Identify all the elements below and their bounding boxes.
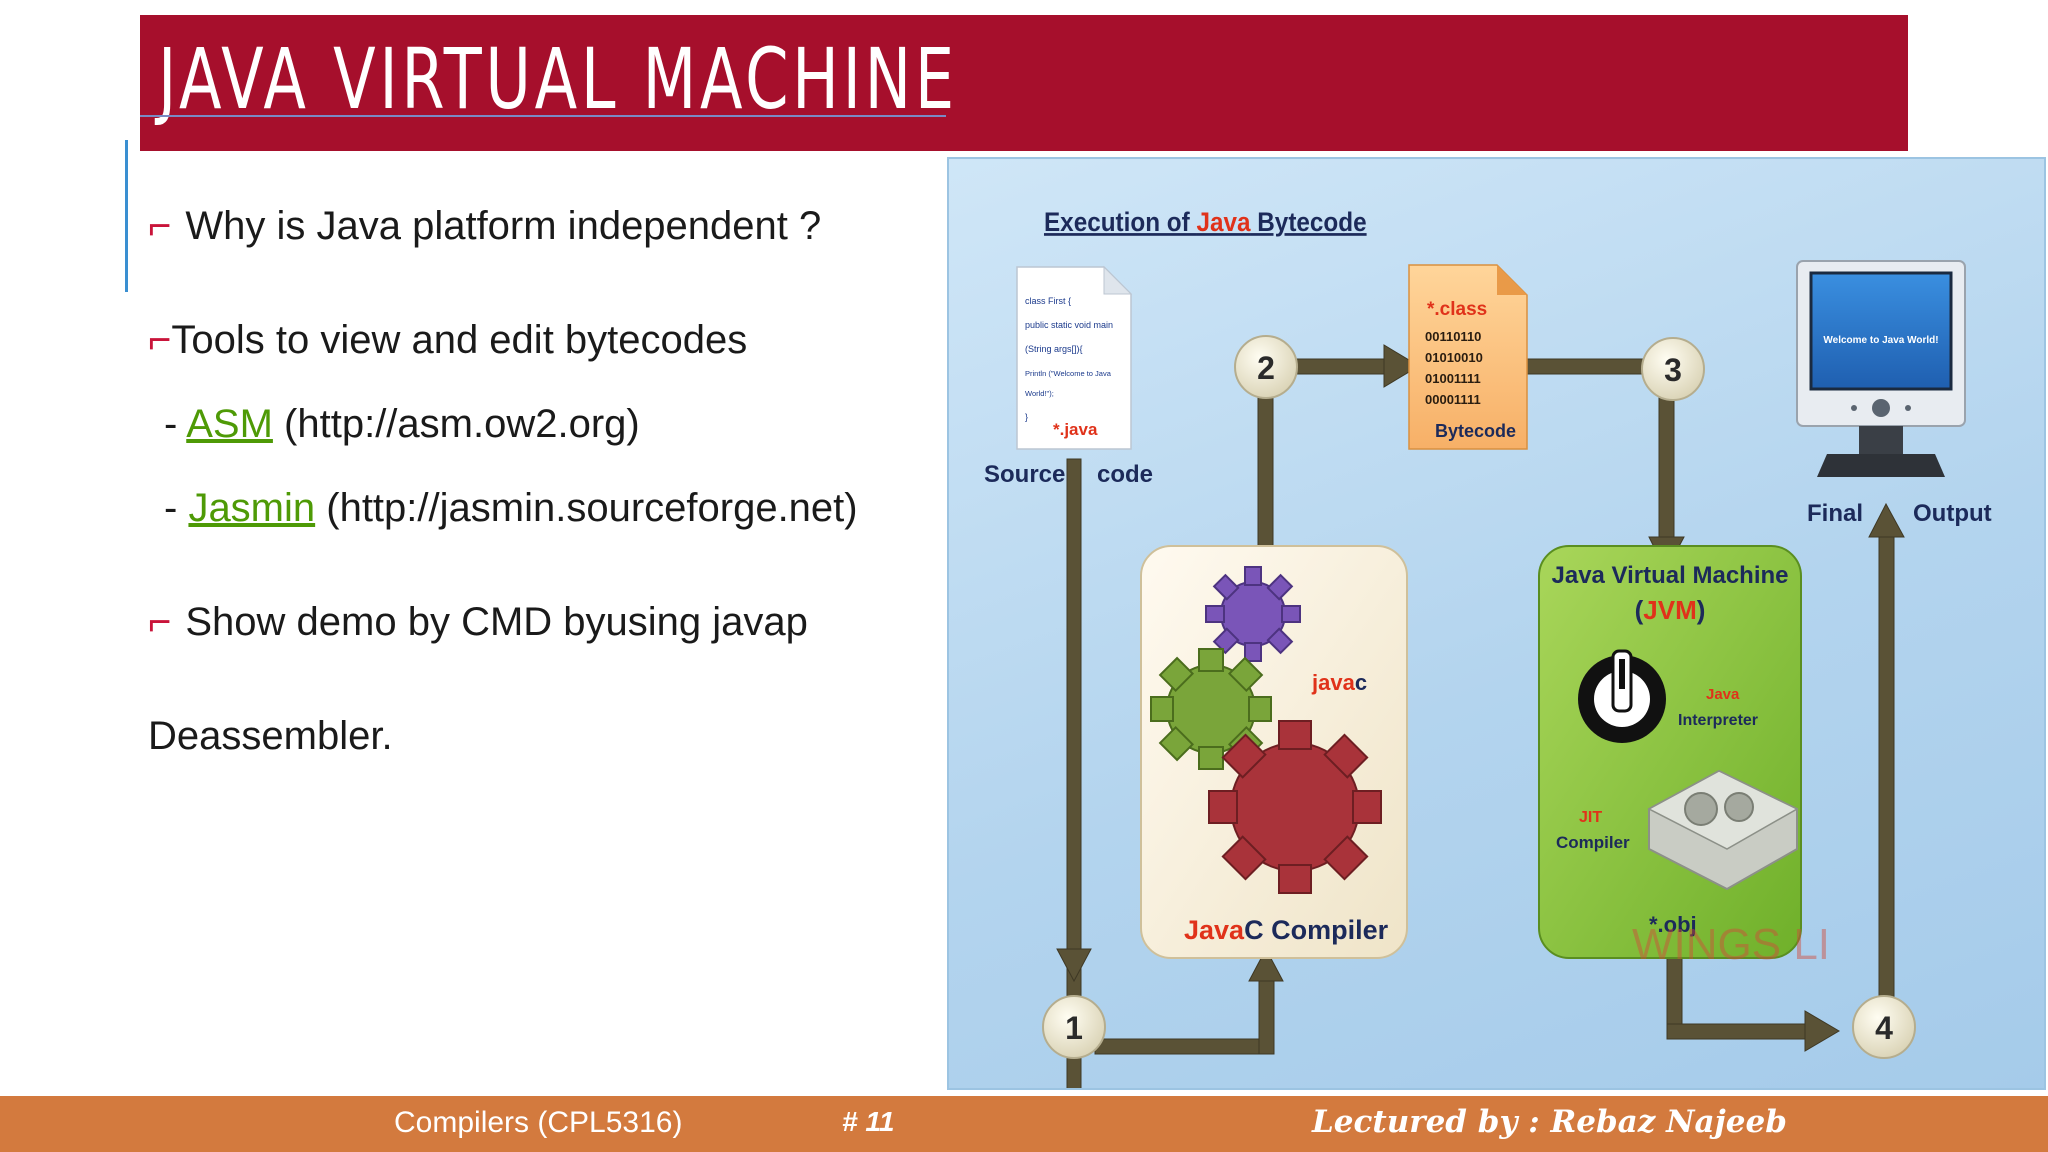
interpreter-icon xyxy=(1578,649,1666,743)
footer-page-number: # 11 xyxy=(842,1106,895,1137)
diagram-title: Execution of Java Bytecode xyxy=(1044,208,1367,237)
source-file-icon: class First { public static void main (S… xyxy=(1016,265,1133,450)
tool-jasmin-line: - Jasmin (http://jasmin.sourceforge.net) xyxy=(164,484,858,532)
bullet-why-platform-independent: ⌐ Why is Java platform independent ? xyxy=(148,202,821,250)
code-line-3: (String args[]){ xyxy=(1025,344,1083,354)
jvm-box: Java Virtual Machine (JVM) Java Interpre… xyxy=(1538,545,1802,959)
class-file-icon: *.class 00110110 01010010 01001111 00001… xyxy=(1408,264,1528,450)
title-part2: Java xyxy=(1196,208,1251,237)
svg-text:1: 1 xyxy=(1065,1010,1083,1046)
watermark-text: WINGS LI xyxy=(1632,920,1830,969)
jasmin-url: (http://jasmin.sourceforge.net) xyxy=(315,486,858,530)
bits-3: 01001111 xyxy=(1425,371,1481,386)
output-label: Output xyxy=(1913,500,1992,527)
class-ext: *.class xyxy=(1427,299,1487,320)
line-text: Why is Java platform independent ? xyxy=(185,204,822,248)
svg-text:4: 4 xyxy=(1875,1010,1893,1046)
line-text: Tools to view and edit bytecodes xyxy=(171,318,748,362)
slide-title: JAVA VIRTUAL MACHINE xyxy=(158,30,958,128)
step-1-circle: 1 xyxy=(1042,995,1106,1059)
line-text: Show demo by CMD byusing javap xyxy=(185,600,808,644)
arrow-source-to-1 xyxy=(1066,458,1082,1088)
footer-lecturer: Lectured by : Rebaz Najeeb xyxy=(1312,1104,1787,1140)
jvm-abbr: (JVM) xyxy=(1635,595,1706,625)
javac-compiler-label: JavaC Compiler xyxy=(1184,915,1389,945)
monitor-text: Welcome to Java World! xyxy=(1823,335,1938,346)
monitor-icon: Welcome to Java World! xyxy=(1796,260,1966,477)
code-line-5: World!"); xyxy=(1025,389,1054,398)
title-part1: Execution of xyxy=(1044,208,1196,237)
bytecode-label: Bytecode xyxy=(1435,421,1516,441)
code-line-2: public static void main xyxy=(1025,320,1113,330)
svg-text:2: 2 xyxy=(1257,350,1275,386)
asm-url: (http://asm.ow2.org) xyxy=(272,402,640,446)
step-2-circle: 2 xyxy=(1234,335,1298,399)
footer-course: Compilers (CPL5316) xyxy=(394,1106,683,1139)
final-label: Final xyxy=(1807,500,1863,527)
bullet-icon: ⌐ xyxy=(148,318,172,362)
purple-gear-icon xyxy=(1205,566,1301,662)
step-4-circle: 4 xyxy=(1852,995,1916,1059)
jit-label-2: Compiler xyxy=(1556,833,1630,852)
green-gear-icon xyxy=(1150,648,1272,770)
interp-label-1: Java xyxy=(1706,686,1740,703)
jit-label-1: JIT xyxy=(1579,809,1602,826)
javac-gear-label: javac xyxy=(1311,670,1367,695)
deassembler-line: Deassembler. xyxy=(148,714,393,758)
bits-1: 00110110 xyxy=(1425,329,1481,344)
flow-arrows xyxy=(1056,344,1905,1088)
red-gear-icon xyxy=(1208,720,1382,894)
title-underline xyxy=(140,115,946,117)
bullet-tools: ⌐Tools to view and edit bytecodes xyxy=(148,316,747,364)
javac-compiler-box: javac JavaC Compiler xyxy=(1140,545,1408,959)
interp-label-2: Interpreter xyxy=(1678,712,1758,729)
obj-label: *.obj xyxy=(1649,912,1697,937)
java-ext: *.java xyxy=(1053,420,1098,439)
code-line-4: Println ("Welcome to Java xyxy=(1025,369,1112,378)
jasmin-link[interactable]: Jasmin xyxy=(188,486,316,530)
dash: - xyxy=(164,402,187,446)
asm-link[interactable]: ASM xyxy=(186,402,273,446)
bullet-show-demo: ⌐ Show demo by CMD byusing javap xyxy=(148,598,808,646)
bits-4: 00001111 xyxy=(1425,392,1481,407)
jit-chip-icon xyxy=(1647,769,1799,891)
bullet-icon: ⌐ xyxy=(148,600,172,644)
bullet-icon: ⌐ xyxy=(148,204,172,248)
code-line-1: class First { xyxy=(1025,296,1071,306)
step-3-circle: 3 xyxy=(1641,337,1705,401)
jvm-title: Java Virtual Machine xyxy=(1552,562,1789,589)
tool-asm-line: - ASM (http://asm.ow2.org) xyxy=(164,400,640,448)
title-bar: JAVA VIRTUAL MACHINE xyxy=(140,15,1908,151)
code-label: code xyxy=(1097,461,1153,488)
bits-2: 01010010 xyxy=(1425,350,1483,365)
jvm-execution-diagram: Execution of Java Bytecode class First { xyxy=(947,157,2046,1090)
dash: - xyxy=(164,486,189,530)
title-part3: Bytecode xyxy=(1251,208,1367,237)
footer-bar: Compilers (CPL5316) # 11 Lectured by : R… xyxy=(0,1096,2048,1152)
code-line-6: } xyxy=(1025,412,1028,422)
svg-text:3: 3 xyxy=(1664,352,1682,388)
accent-line xyxy=(125,140,128,292)
source-label: Source xyxy=(984,461,1065,488)
